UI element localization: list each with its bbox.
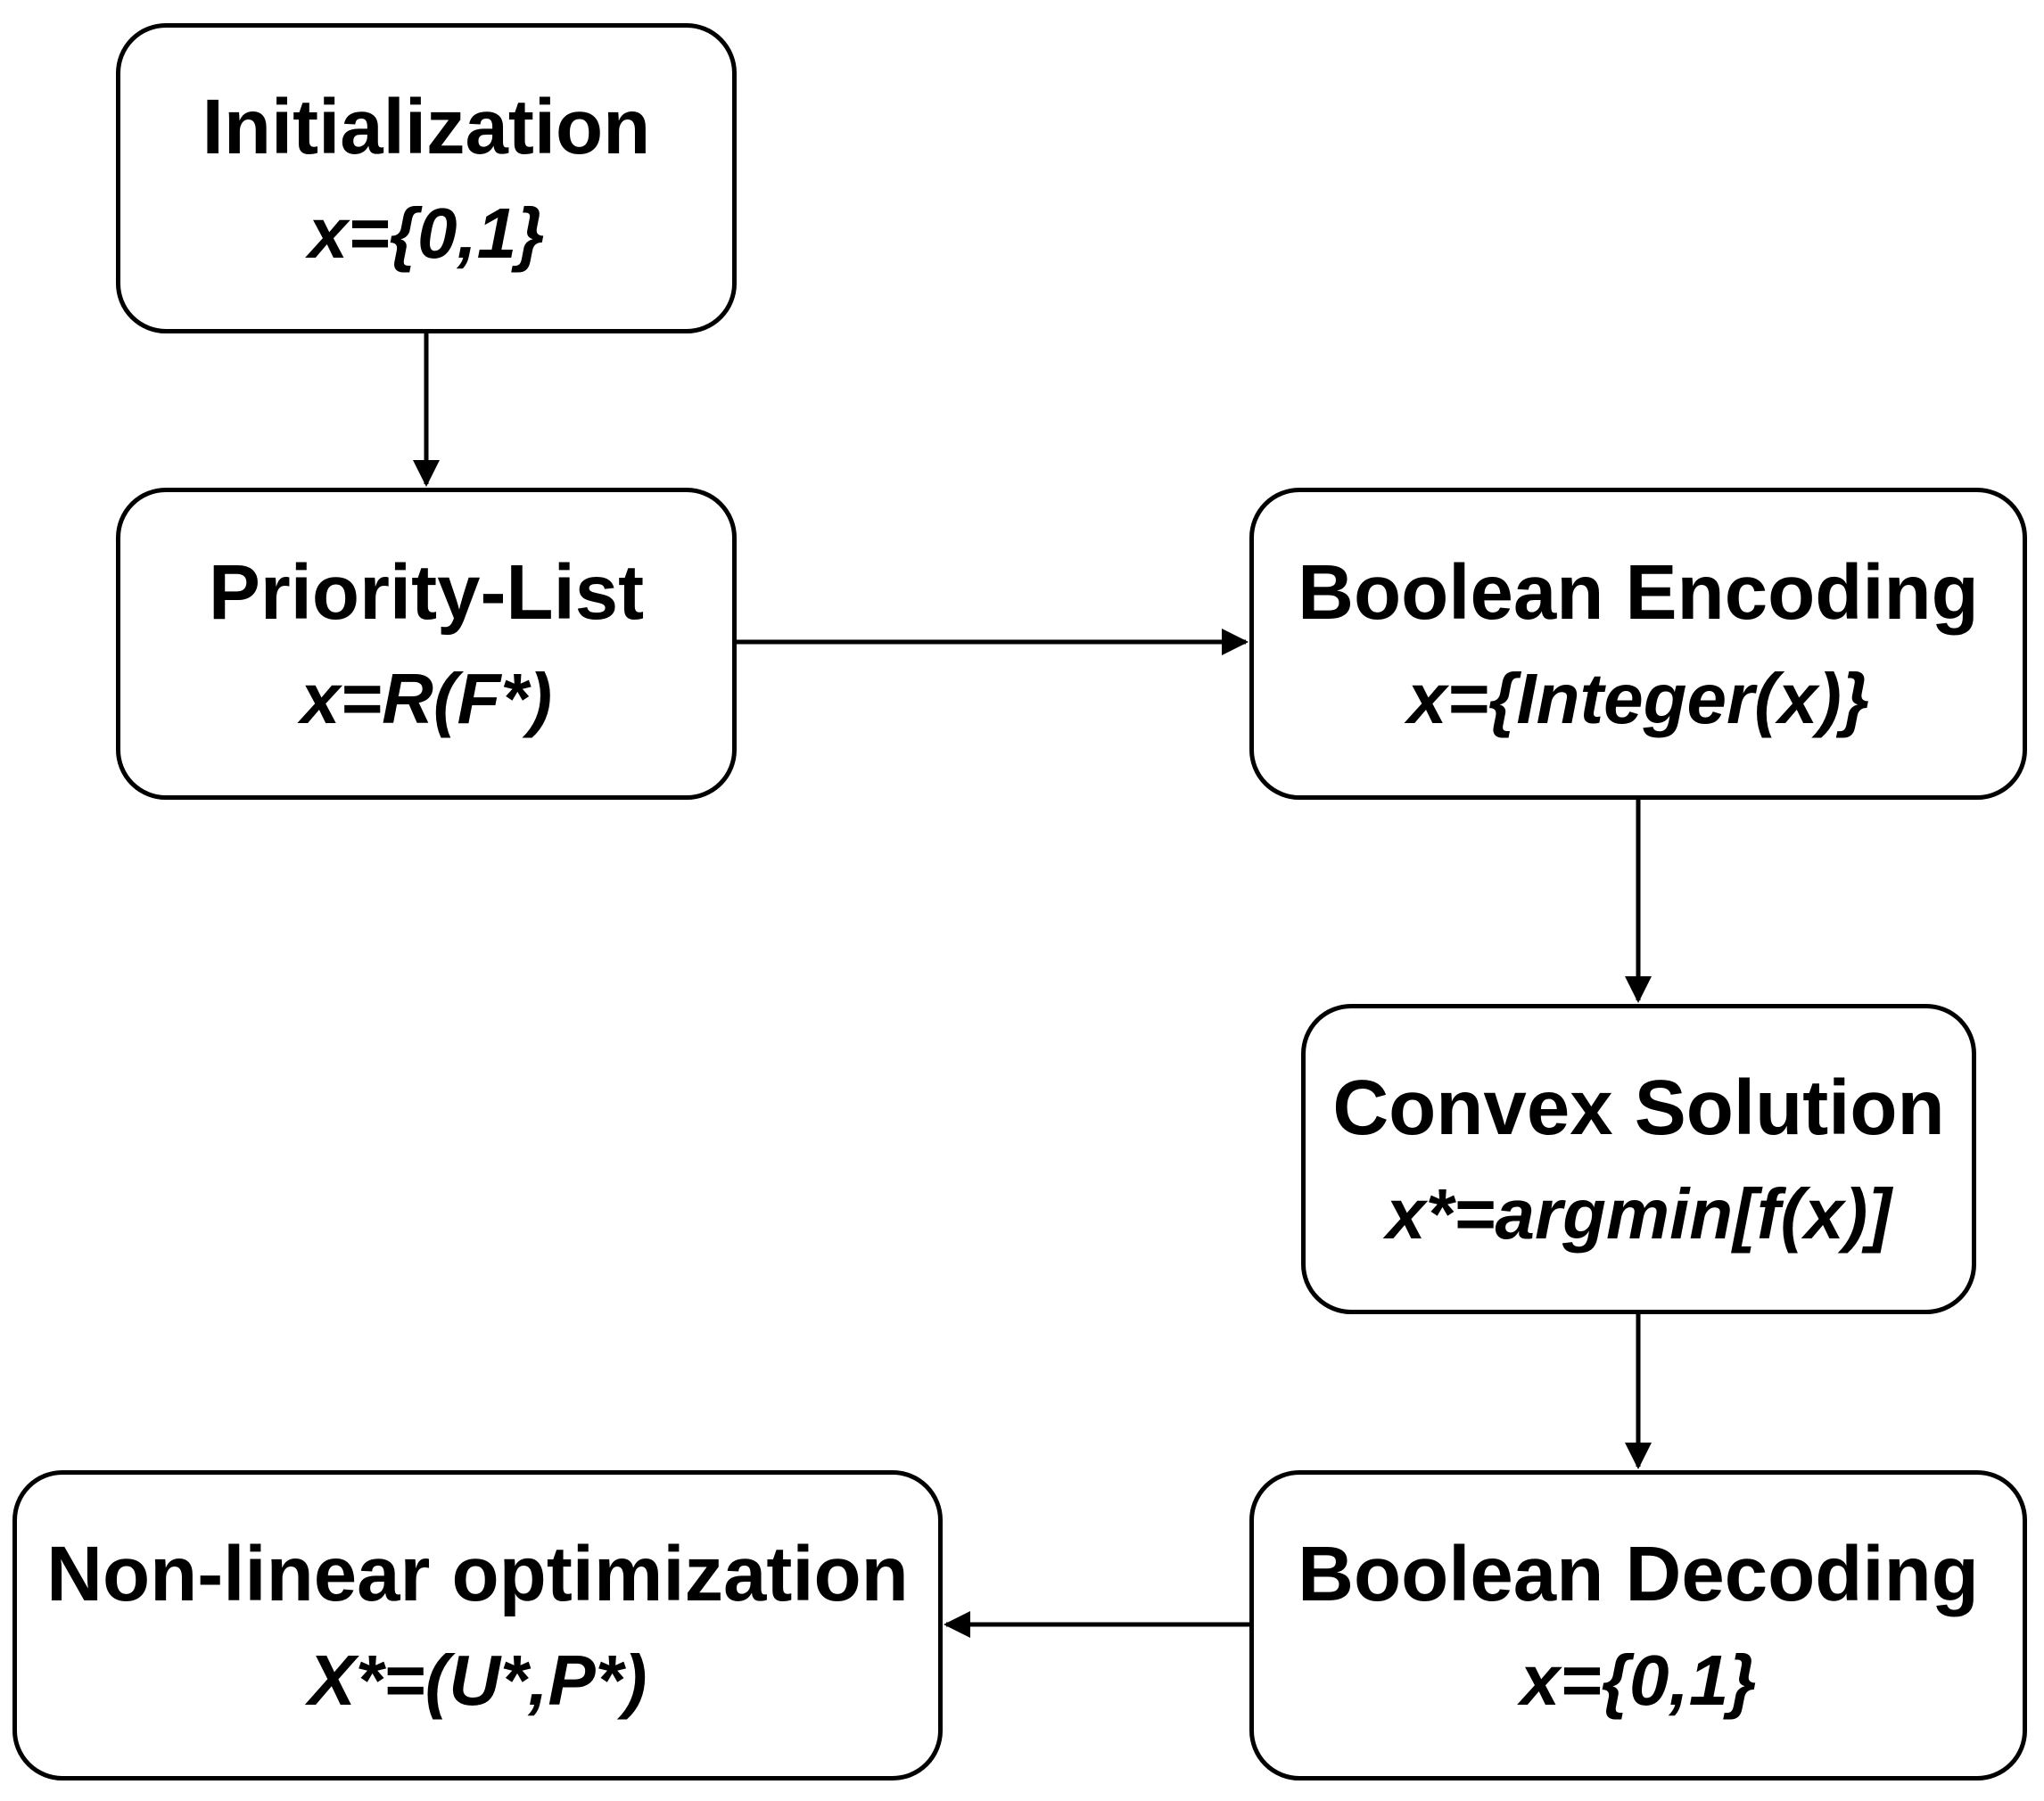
node-title: Convex Solution [1332, 1064, 1945, 1151]
convex-solution-node: Convex Solution x*=argmin[f(x)] [1301, 1004, 1976, 1314]
node-title: Boolean Decoding [1298, 1530, 1979, 1617]
node-title: Initialization [202, 83, 651, 170]
node-formula: X*=(U*,P*) [308, 1640, 647, 1720]
nonlinear-optimization-node: Non-linear optimization X*=(U*,P*) [12, 1470, 943, 1780]
node-title: Non-linear optimization [46, 1530, 909, 1617]
node-formula: x={0,1} [1520, 1640, 1757, 1720]
boolean-encoding-node: Boolean Encoding x={Integer(x)} [1249, 488, 2027, 800]
node-formula: x=R(F*) [300, 658, 553, 738]
node-formula: x*=argmin[f(x)] [1386, 1173, 1892, 1254]
node-formula: x={Integer(x)} [1407, 658, 1869, 738]
node-title: Priority-List [208, 548, 645, 636]
node-title: Boolean Encoding [1298, 548, 1979, 636]
node-formula: x={0,1} [308, 193, 545, 273]
initialization-node: Initialization x={0,1} [116, 23, 737, 333]
priority-list-node: Priority-List x=R(F*) [116, 488, 737, 800]
boolean-decoding-node: Boolean Decoding x={0,1} [1249, 1470, 2027, 1780]
